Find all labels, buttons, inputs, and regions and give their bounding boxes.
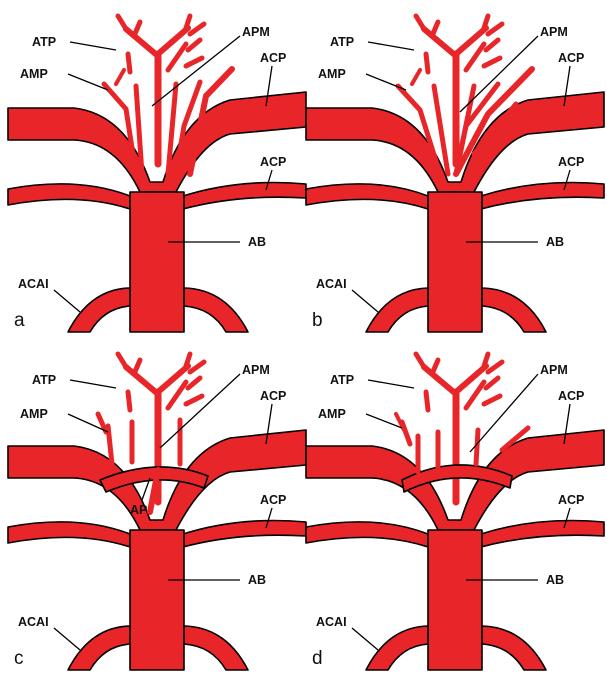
panel-b: ATP AMP APM ACP ACP AB ACAI b: [306, 16, 604, 332]
label-ab: AB: [248, 235, 266, 249]
label-apm: APM: [242, 363, 270, 377]
label-acai: ACAI: [316, 277, 347, 291]
panel-letter: c: [14, 648, 24, 669]
panel-letter: d: [312, 648, 323, 669]
label-ap: AP: [130, 503, 147, 517]
label-apm: APM: [540, 363, 568, 377]
label-atp: ATP: [330, 373, 354, 387]
label-apm: APM: [540, 25, 568, 39]
panel-c: ATP AMP APM AP ACP ACP AB ACAI c: [8, 354, 306, 670]
label-acai: ACAI: [18, 277, 49, 291]
label-acp-upper: ACP: [260, 389, 286, 403]
label-acai: ACAI: [18, 615, 49, 629]
label-atp: ATP: [32, 373, 56, 387]
label-acai: ACAI: [316, 615, 347, 629]
label-amp: AMP: [318, 67, 346, 81]
label-acp-lower: ACP: [260, 155, 286, 169]
label-ab: AB: [546, 573, 564, 587]
label-amp: AMP: [20, 67, 48, 81]
label-atp: ATP: [330, 35, 354, 49]
label-atp: ATP: [32, 35, 56, 49]
label-ab: AB: [248, 573, 266, 587]
label-acp-upper: ACP: [260, 51, 286, 65]
label-acp-lower: ACP: [260, 493, 286, 507]
panel-d: ATP AMP APM ACP ACP AB ACAI d: [306, 354, 604, 670]
label-apm: APM: [242, 25, 270, 39]
label-amp: AMP: [318, 407, 346, 421]
panel-letter: b: [312, 310, 323, 331]
label-acp-upper: ACP: [558, 51, 584, 65]
label-amp: AMP: [20, 407, 48, 421]
label-acp-lower: ACP: [558, 155, 584, 169]
label-acp-upper: ACP: [558, 389, 584, 403]
label-ab: AB: [546, 235, 564, 249]
panel-a: ATP AMP APM ACP ACP AB ACAI a: [8, 16, 306, 332]
panel-letter: a: [14, 310, 25, 331]
label-acp-lower: ACP: [558, 493, 584, 507]
